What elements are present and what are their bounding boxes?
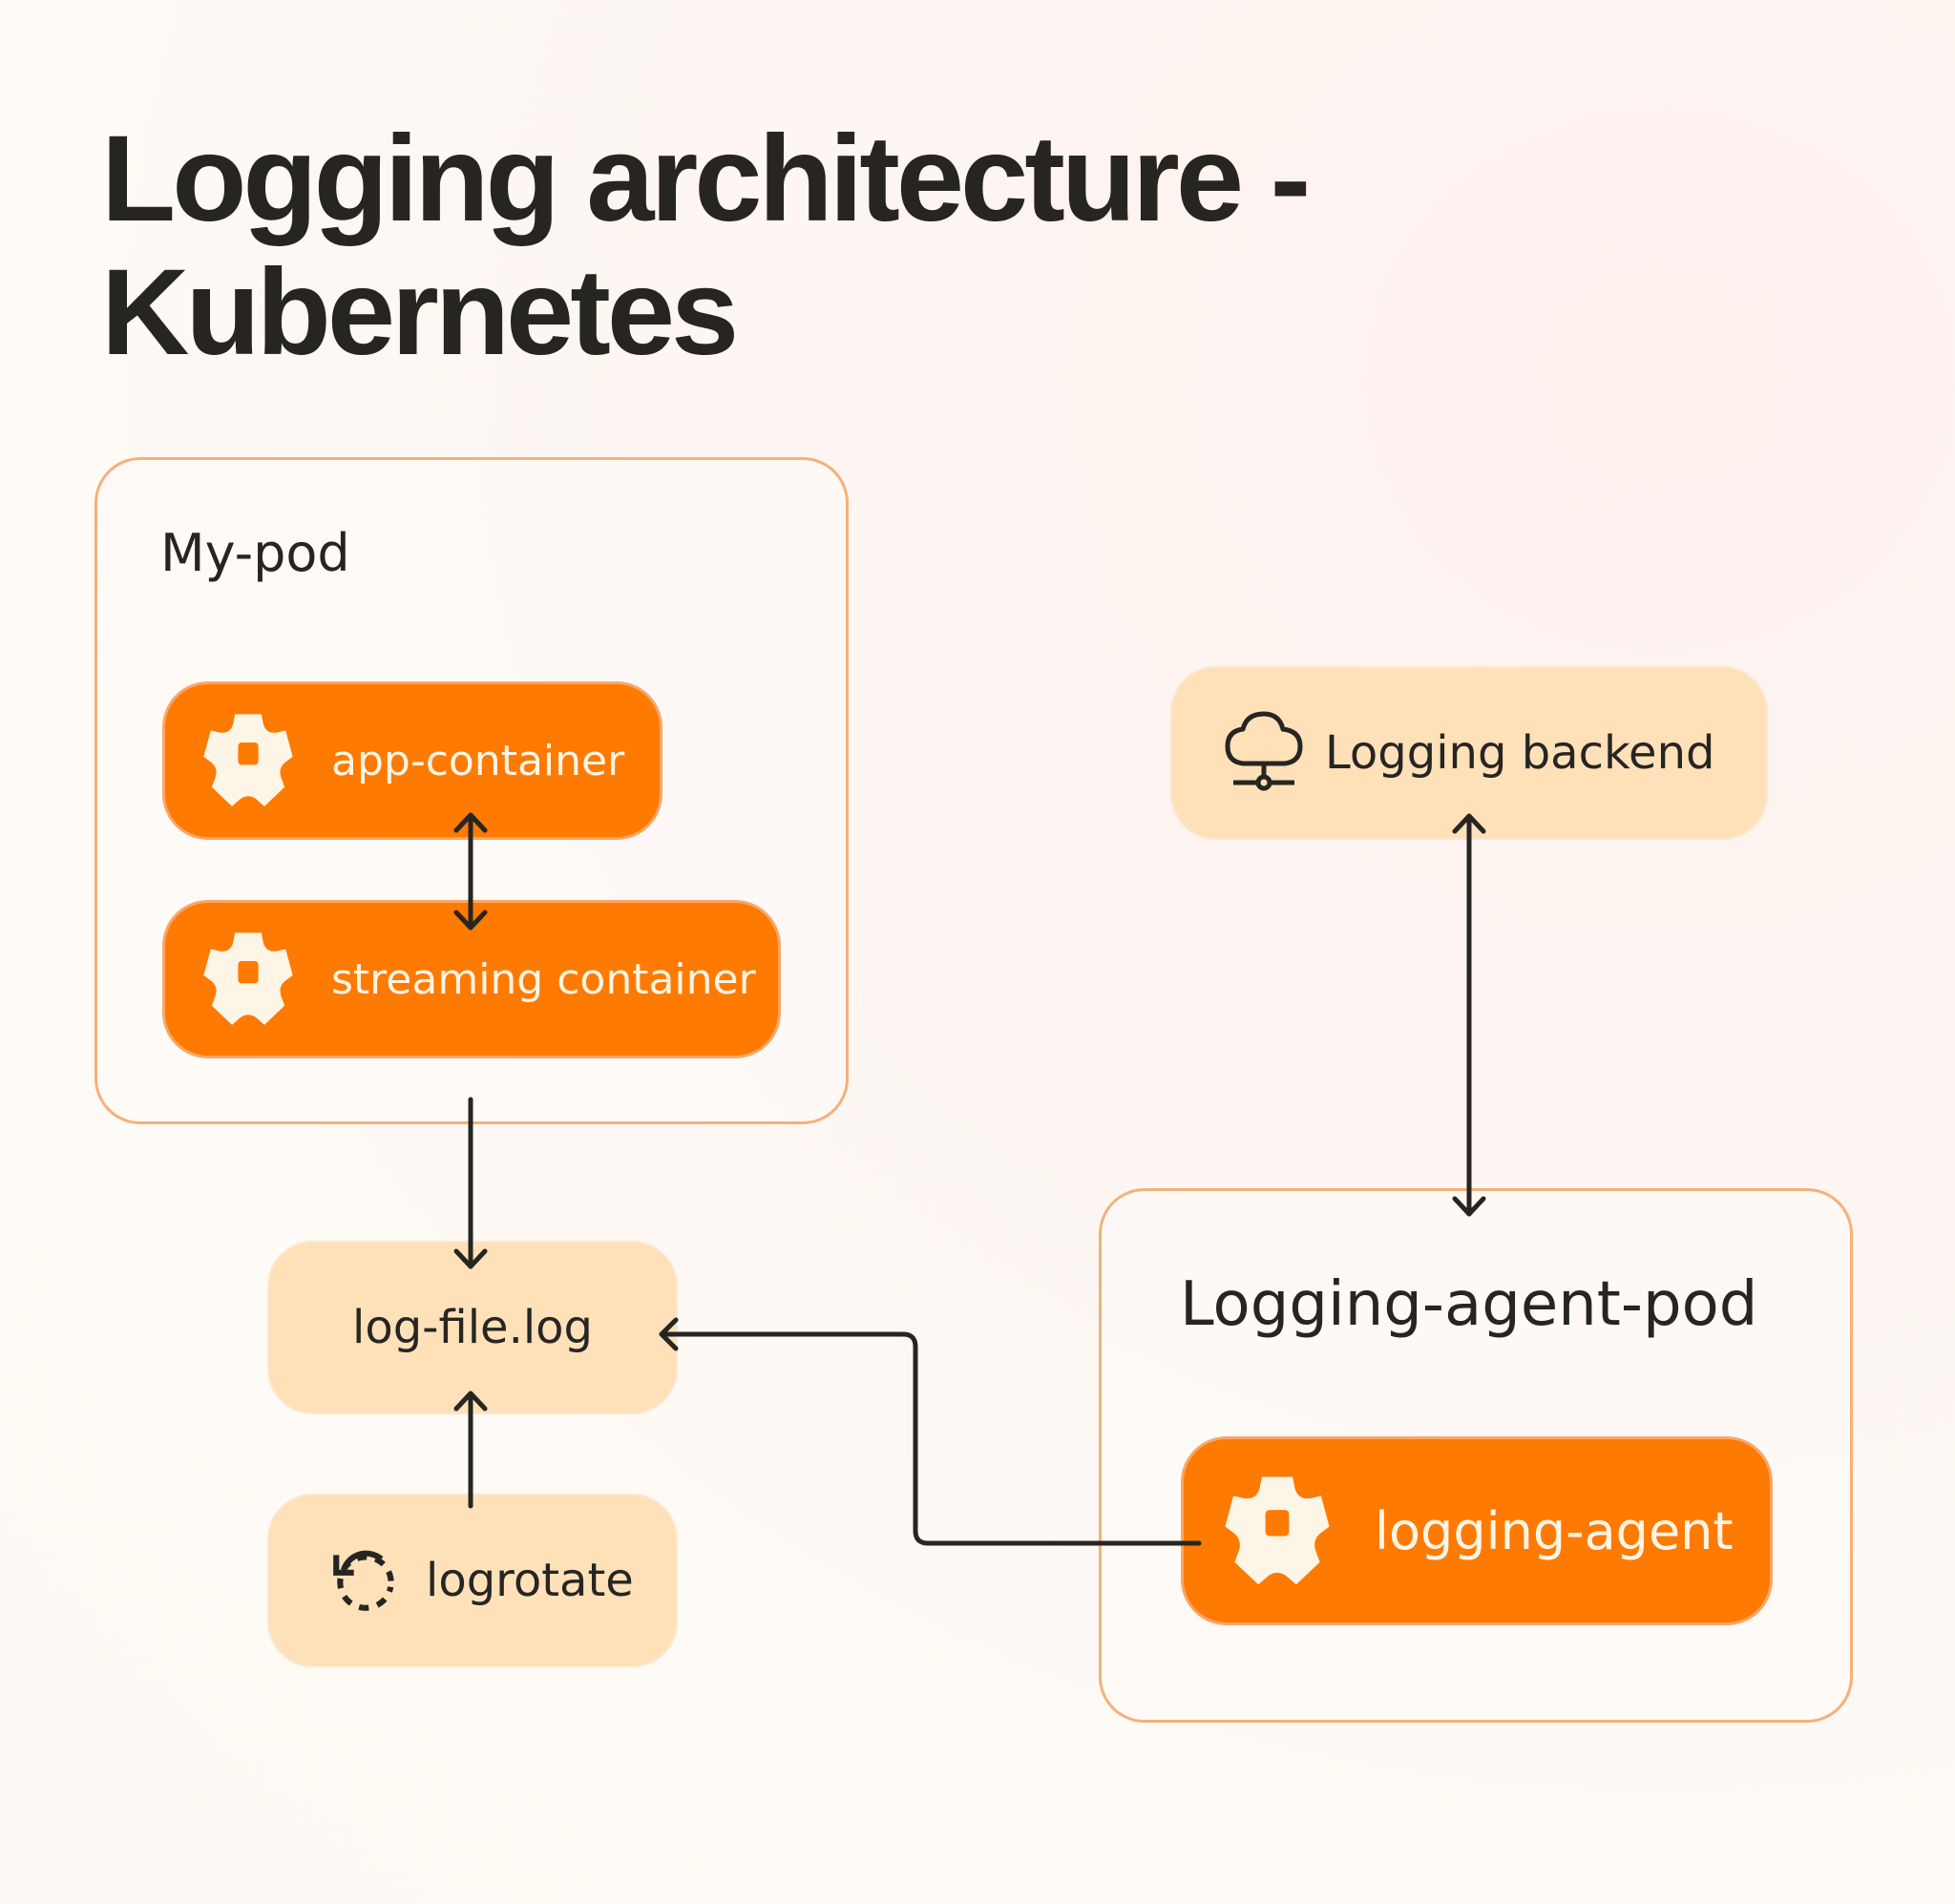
gear-icon (198, 927, 299, 1032)
app-container-label: app-container (331, 736, 625, 785)
logging-agent-node[interactable]: logging-agent (1181, 1436, 1773, 1625)
streaming-container-label: streaming container (331, 954, 756, 1004)
app-container-node[interactable]: app-container (162, 681, 662, 840)
my-pod-label: My-pod (160, 523, 350, 583)
log-file-node[interactable]: log-file.log (267, 1241, 678, 1414)
arrow-backend-to-agent (1452, 813, 1486, 1217)
logging-agent-label: logging-agent (1375, 1500, 1734, 1561)
title-line-2: Kubernetes (101, 244, 739, 381)
title-line-1: Logging architecture - (101, 111, 1311, 247)
logrotate-label: logrotate (426, 1554, 634, 1607)
logging-agent-pod-label: Logging-agent-pod (1180, 1269, 1758, 1340)
rotate-dashed-icon (326, 1539, 405, 1622)
streaming-container-node[interactable]: streaming container (162, 900, 781, 1058)
gear-icon (1218, 1470, 1336, 1592)
gear-icon (198, 708, 299, 813)
logrotate-node[interactable]: logrotate (267, 1494, 678, 1667)
cloud-network-icon (1224, 708, 1304, 798)
page-title: Logging architecture - Kubernetes (101, 113, 1438, 380)
logging-backend-node[interactable]: Logging backend (1170, 666, 1768, 840)
logging-backend-label: Logging backend (1325, 726, 1715, 780)
log-file-label: log-file.log (351, 1301, 594, 1354)
